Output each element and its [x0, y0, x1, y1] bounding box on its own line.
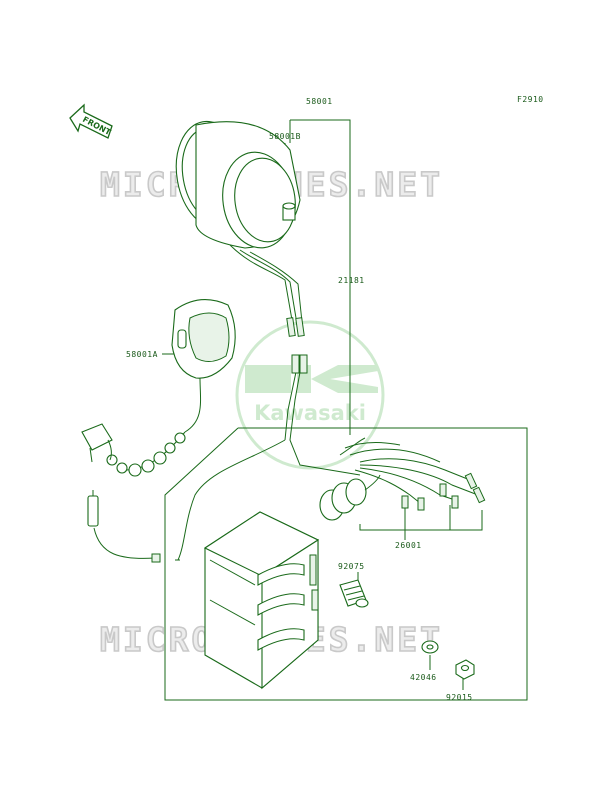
part-label-92015[interactable]: 92015	[446, 693, 473, 702]
part-label-26001[interactable]: 26001	[395, 541, 422, 550]
part-labels: 58001 58001B 21181 58001A 26001 92075 42…	[126, 97, 473, 702]
kawasaki-logo-text: Kawasaki	[254, 401, 366, 425]
radio-unit	[203, 511, 320, 690]
part-label-58001b[interactable]: 58001B	[269, 132, 301, 141]
vent-icon	[309, 554, 319, 611]
coil-cord-icon	[106, 432, 186, 477]
antenna-lead	[87, 490, 161, 563]
kawasaki-logo: Kawasaki	[235, 320, 385, 470]
washer-42046	[421, 640, 439, 654]
part-label-92075[interactable]: 92075	[338, 562, 365, 571]
part-label-58001[interactable]: 58001	[306, 97, 333, 106]
figure-code: F2910	[517, 95, 544, 104]
part-label-21181[interactable]: 21181	[338, 276, 365, 285]
wire-harness	[175, 354, 486, 561]
part-label-58001a[interactable]: 58001A	[126, 350, 158, 359]
microphone-assembly	[81, 299, 236, 477]
leader-lines	[162, 119, 528, 701]
nut-92015	[455, 659, 475, 680]
part-label-42046[interactable]: 42046	[410, 673, 437, 682]
terminal-icon	[401, 472, 486, 511]
front-arrow-icon: FRONT	[69, 103, 113, 139]
k-emblem-icon	[245, 365, 378, 393]
speaker-assembly	[175, 120, 305, 337]
round-connector-icon	[319, 474, 381, 521]
fitting-92075	[339, 579, 369, 608]
